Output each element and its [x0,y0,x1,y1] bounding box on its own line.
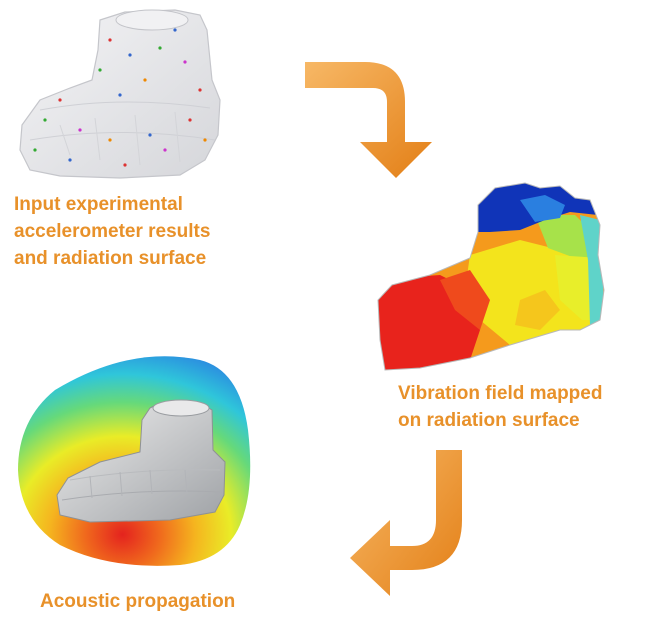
acoustic-field-model [18,356,251,566]
vibration-field-model [377,182,605,371]
sensor-points [33,28,207,167]
input-caption: Input experimental accelerometer results… [14,191,210,272]
engine-part-model [56,399,226,523]
input-caption-line-1: Input experimental [14,194,183,215]
flow-arrow-1 [305,62,432,178]
flow-arrow-2 [350,450,462,596]
acoustic-caption-line-1: Acoustic propagation [40,591,236,612]
vibration-caption: Vibration field mapped on radiation surf… [398,380,602,434]
input-caption-line-2: accelerometer results [14,221,211,242]
input-caption-line-3: and radiation surface [14,248,207,269]
vibration-caption-line-2: on radiation surface [398,410,580,431]
accelerometer-mesh-model [19,9,221,179]
vibration-caption-line-1: Vibration field mapped [398,383,603,404]
acoustic-caption: Acoustic propagation [40,588,235,615]
